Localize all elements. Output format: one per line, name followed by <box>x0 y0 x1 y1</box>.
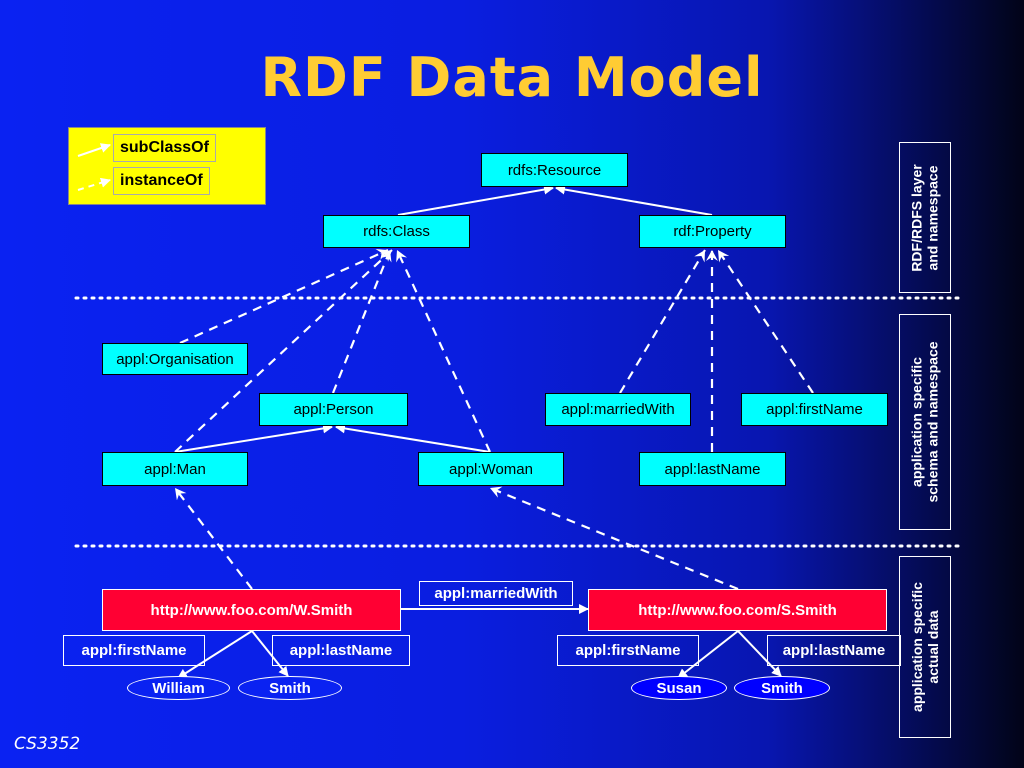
edge-woman-person <box>335 423 491 453</box>
edge-man-person <box>174 423 333 453</box>
legend-subclass-arrow <box>77 143 111 157</box>
legend-subclassof-label: subClassOf <box>113 134 216 162</box>
footer-course-code: CS3352 <box>14 734 81 754</box>
legend: subClassOf instanceOf <box>68 127 266 205</box>
edge-wsmith-smith <box>251 630 289 677</box>
layer-label-schema-text: application specific schema and namespac… <box>909 341 941 503</box>
label-ssmith-firstname: appl:firstName <box>557 635 699 666</box>
node-appl-lastname: appl:lastName <box>639 452 786 486</box>
layer-label-schema: application specific schema and namespac… <box>899 314 951 530</box>
edge-ssmith-smith <box>737 630 782 677</box>
edge-property-resource <box>555 184 713 216</box>
slide-title: RDF Data Model <box>260 46 764 109</box>
layer-label-rdfs-text: RDF/RDFS layer and namespace <box>909 163 942 272</box>
layer-label-data: application specific actual data <box>899 556 951 738</box>
edge-person-class <box>331 249 392 394</box>
instance-wsmith: http://www.foo.com/W.Smith <box>102 589 401 631</box>
label-married-with: appl:marriedWith <box>419 581 573 606</box>
node-rdfs-resource: rdfs:Resource <box>481 153 628 187</box>
legend-instanceof-label: instanceOf <box>113 167 210 195</box>
value-wsmith-smith: Smith <box>238 676 342 700</box>
instance-ssmith: http://www.foo.com/S.Smith <box>588 589 887 631</box>
edge-ssmith-susan <box>677 630 739 679</box>
node-rdfs-class: rdfs:Class <box>323 215 470 248</box>
node-appl-organisation: appl:Organisation <box>102 343 248 375</box>
edge-firstname-property <box>717 249 814 394</box>
node-appl-man: appl:Man <box>102 452 248 486</box>
edge-woman-class <box>396 249 491 453</box>
edge-wsmith-man <box>174 487 253 590</box>
label-ssmith-lastname: appl:lastName <box>767 635 901 666</box>
edge-class-resource <box>397 184 554 216</box>
label-wsmith-firstname: appl:firstName <box>63 635 205 666</box>
edge-man-class <box>174 249 393 453</box>
edge-wsmith-william <box>177 630 253 679</box>
node-appl-person: appl:Person <box>259 393 408 426</box>
layer-label-data-text: application specific actual data <box>909 582 941 712</box>
value-ssmith-smith: Smith <box>734 676 830 700</box>
layer-label-rdfs: RDF/RDFS layer and namespace <box>899 142 951 293</box>
value-susan: Susan <box>631 676 727 700</box>
edge-organisation-class <box>179 248 389 345</box>
label-wsmith-lastname: appl:lastName <box>272 635 410 666</box>
node-rdf-property: rdf:Property <box>639 215 786 248</box>
edge-ssmith-woman <box>489 486 739 591</box>
node-appl-marriedwith: appl:marriedWith <box>545 393 691 426</box>
legend-instance-arrow <box>77 177 111 191</box>
node-appl-woman: appl:Woman <box>418 452 564 486</box>
value-william: William <box>127 676 230 700</box>
node-appl-firstname: appl:firstName <box>741 393 888 426</box>
edge-marriedwith-property <box>619 249 706 394</box>
